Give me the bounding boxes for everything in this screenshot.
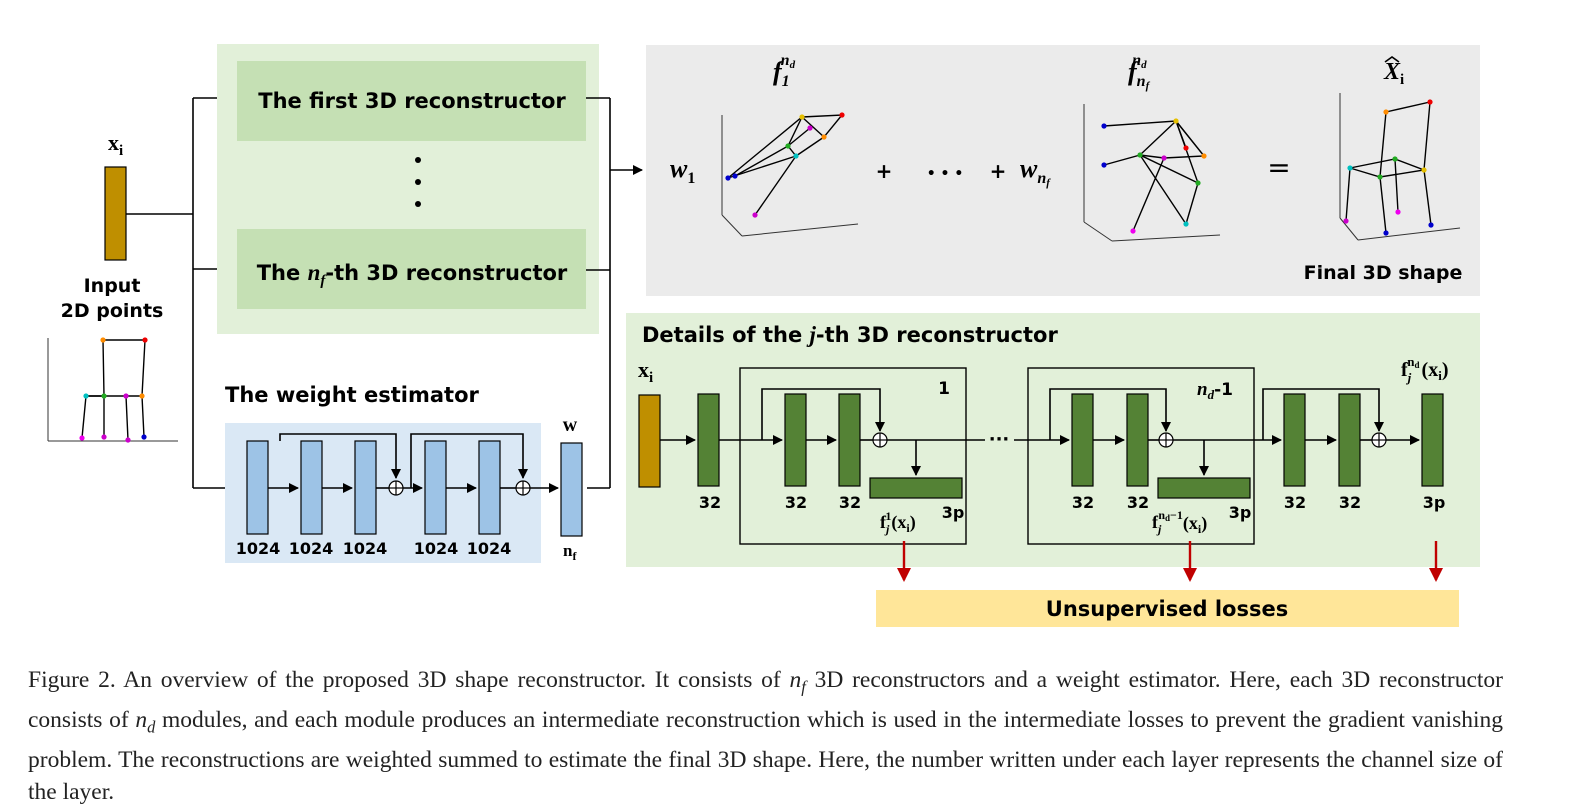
weight-estimator: The weight estimator [225, 383, 583, 563]
fn-label: fnfnd [1128, 52, 1151, 92]
we-size-4: 1024 [414, 539, 459, 558]
details-ellipsis: ··· [989, 429, 1010, 450]
we-layer-2 [300, 440, 323, 535]
module-1-layer-2 [838, 393, 861, 487]
details-first-layer [697, 393, 720, 487]
we-layer-4 [424, 440, 447, 535]
first-reconstructor-label: The first 3D reconstructor [258, 89, 566, 113]
vertical-ellipsis [415, 157, 421, 207]
we-size-2: 1024 [289, 539, 334, 558]
module-last-output-label: fjnd−1(xi) [1152, 508, 1207, 536]
equals-sign: = [1267, 151, 1290, 184]
we-output-label: w [563, 414, 578, 436]
figure-caption: Figure 2. An overview of the proposed 3D… [28, 666, 1503, 806]
final-output-label: fjnd(xi) [1401, 354, 1449, 385]
details-input-x: xi [638, 357, 653, 386]
module-1-output-layer [869, 477, 963, 499]
details-input-layer [638, 394, 661, 488]
reconstruction-plot-1 [721, 112, 859, 237]
module-last-box [1027, 367, 1255, 545]
final-module-size-1: 32 [1284, 493, 1306, 512]
losses-section: Unsupervised losses [876, 541, 1459, 627]
weight-estimator-title: The weight estimator [225, 383, 479, 407]
final-shape-plot [1339, 93, 1461, 241]
last-reconstructor-box [237, 229, 586, 309]
details-first-size: 32 [699, 493, 721, 512]
plus-2: + [990, 159, 1007, 183]
xhat-hat [1384, 56, 1400, 63]
module-last-size-1: 32 [1072, 493, 1094, 512]
combination-dots: • • • [927, 166, 964, 182]
final-module-size-2: 32 [1339, 493, 1361, 512]
we-size-1: 1024 [236, 539, 281, 558]
we-size-3: 1024 [343, 539, 388, 558]
we-output-layer [560, 442, 583, 537]
details-title: Details of the j-th 3D reconstructor [642, 322, 1058, 347]
we-output-size: nf [563, 541, 577, 563]
losses-label: Unsupervised losses [1046, 597, 1288, 621]
first-reconstructor-box [237, 61, 586, 141]
module-last-output-layer [1157, 477, 1251, 499]
input-caption-line2: 2D points [61, 300, 164, 322]
final-module-layer-2 [1338, 393, 1361, 487]
w1-label: w1 [670, 154, 695, 187]
module-last-number: nd-1 [1197, 379, 1233, 402]
final-module-layer-1 [1283, 393, 1306, 487]
we-size-5: 1024 [467, 539, 512, 558]
wn-label: wnf [1020, 154, 1051, 189]
we-layer-1 [246, 440, 269, 535]
combination-panel: f1nd fnfnd Xi w1 + • • • + wnf = Final 3… [646, 45, 1480, 296]
final-output-layer [1421, 393, 1444, 487]
module-last-layer-1 [1071, 393, 1094, 487]
input-caption-line1: Input [84, 275, 141, 297]
module-last-output-size: 3p [1229, 503, 1252, 522]
module-last-layer-2 [1126, 393, 1149, 487]
module-1-size-1: 32 [785, 493, 807, 512]
reconstructors-panel: The first 3D reconstructor The nf-th 3D … [217, 44, 643, 489]
f1-label: f1nd [773, 52, 796, 90]
plus-1: + [876, 159, 893, 183]
final-shape-label: Final 3D shape [1304, 262, 1463, 284]
module-1-output-label: fj1(xi) [880, 509, 916, 536]
module-1-output-size: 3p [942, 503, 965, 522]
final-output-size: 3p [1423, 493, 1446, 512]
we-layer-5 [478, 440, 501, 535]
combination-panel-bg [646, 45, 1480, 296]
last-reconstructor-label: The nf-th 3D reconstructor [257, 260, 568, 289]
module-1-size-2: 32 [839, 493, 861, 512]
input-x-label: xi [108, 130, 123, 159]
input-2d-chair-plot [47, 337, 178, 443]
xhat-label: Xi [1383, 59, 1404, 88]
overview-figure: xi Input 2D points [47, 44, 1480, 627]
we-layer-3 [354, 440, 377, 535]
input-section: xi Input 2D points [47, 93, 241, 493]
module-1-box [739, 367, 967, 545]
reconstruction-plot-2 [1083, 104, 1221, 242]
details-panel: Details of the j-th 3D reconstructor xi [626, 313, 1480, 567]
module-1-layer-1 [784, 393, 807, 487]
module-1-number: 1 [938, 379, 950, 399]
input-layer [104, 166, 127, 261]
module-last-size-2: 32 [1127, 493, 1149, 512]
losses-bar [876, 590, 1459, 627]
